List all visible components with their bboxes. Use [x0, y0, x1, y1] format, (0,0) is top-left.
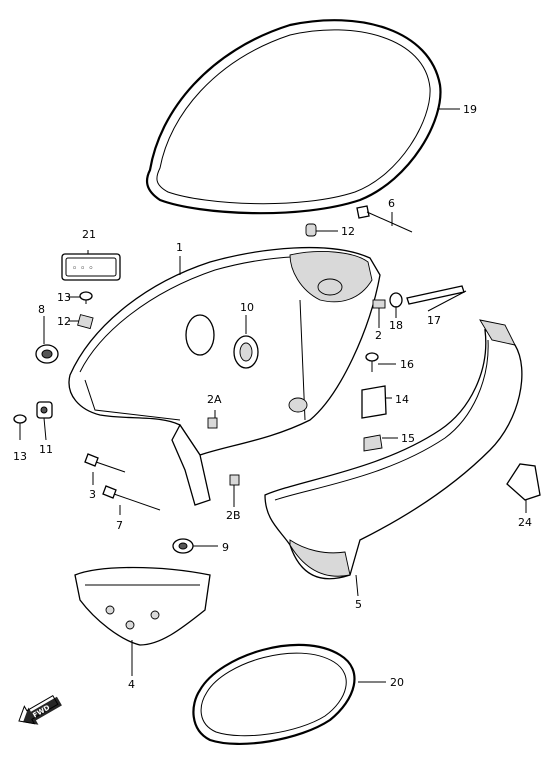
callout-18: 16 [400, 358, 414, 371]
callout-20: 18 [389, 319, 403, 332]
part-14-cap [305, 223, 317, 237]
part-2B-damper [229, 474, 240, 486]
part-10-grommet [35, 344, 59, 364]
callout-3: 5 [355, 598, 362, 611]
callout-9: 13 [57, 291, 71, 304]
callout-13: 11 [39, 443, 53, 456]
part-3-lower-cover [264, 319, 523, 580]
callout-12: 10 [240, 301, 254, 314]
part-11-grommet [172, 538, 194, 554]
part-15-clip [13, 414, 27, 432]
part-8-nut [77, 314, 94, 330]
leader-lines [19, 108, 527, 683]
part-7-bolt [102, 485, 161, 511]
part-12-grommet [233, 335, 259, 369]
callout-22: 20 [390, 676, 404, 689]
callout-2B: 2B [226, 509, 241, 522]
callout-2: 2 [375, 329, 382, 342]
part-21-seal-ring [145, 19, 442, 215]
part-23-decal: ◦ ◦ ◦ [61, 253, 121, 281]
callout-16: 14 [395, 393, 409, 406]
part-18-screw [365, 352, 379, 372]
part-24-latch [506, 463, 541, 501]
callout-8: 12 [57, 315, 71, 328]
part-4-bracket [74, 566, 211, 646]
callout-17: 15 [401, 432, 415, 445]
callout-5: 3 [89, 488, 96, 501]
part-16-bracket [361, 385, 387, 419]
callout-2A: 2A [207, 393, 222, 406]
part-2A-damper [207, 417, 218, 429]
callout-19: 17 [427, 314, 441, 327]
part-20-clip [389, 292, 403, 308]
callout-11: 9 [222, 541, 229, 554]
part-6-bolt [356, 205, 413, 233]
callout-6: 6 [388, 197, 395, 210]
part-19-rod [406, 285, 465, 305]
part-9-screw [79, 291, 93, 304]
callout-15: 13 [13, 450, 27, 463]
callout-1: 1 [176, 241, 183, 254]
callout-4: 4 [128, 678, 135, 691]
callout-10: 8 [38, 303, 45, 316]
part-5-bolt [84, 453, 126, 473]
part-22-seal-ring [192, 643, 356, 746]
callout-14: 12 [341, 225, 355, 238]
part-17-cap [363, 434, 383, 452]
decal-glyphs: ◦ ◦ ◦ [72, 264, 94, 274]
callout-23: 21 [82, 228, 96, 241]
part-2-screw [372, 299, 386, 309]
callout-24: 24 [518, 516, 532, 529]
callout-7: 7 [116, 519, 123, 532]
part-1-lower-cover [68, 246, 381, 506]
callout-21: 19 [463, 103, 477, 116]
part-13-cushion [36, 401, 53, 419]
fwd-arrow-icon: FWD [18, 694, 62, 725]
